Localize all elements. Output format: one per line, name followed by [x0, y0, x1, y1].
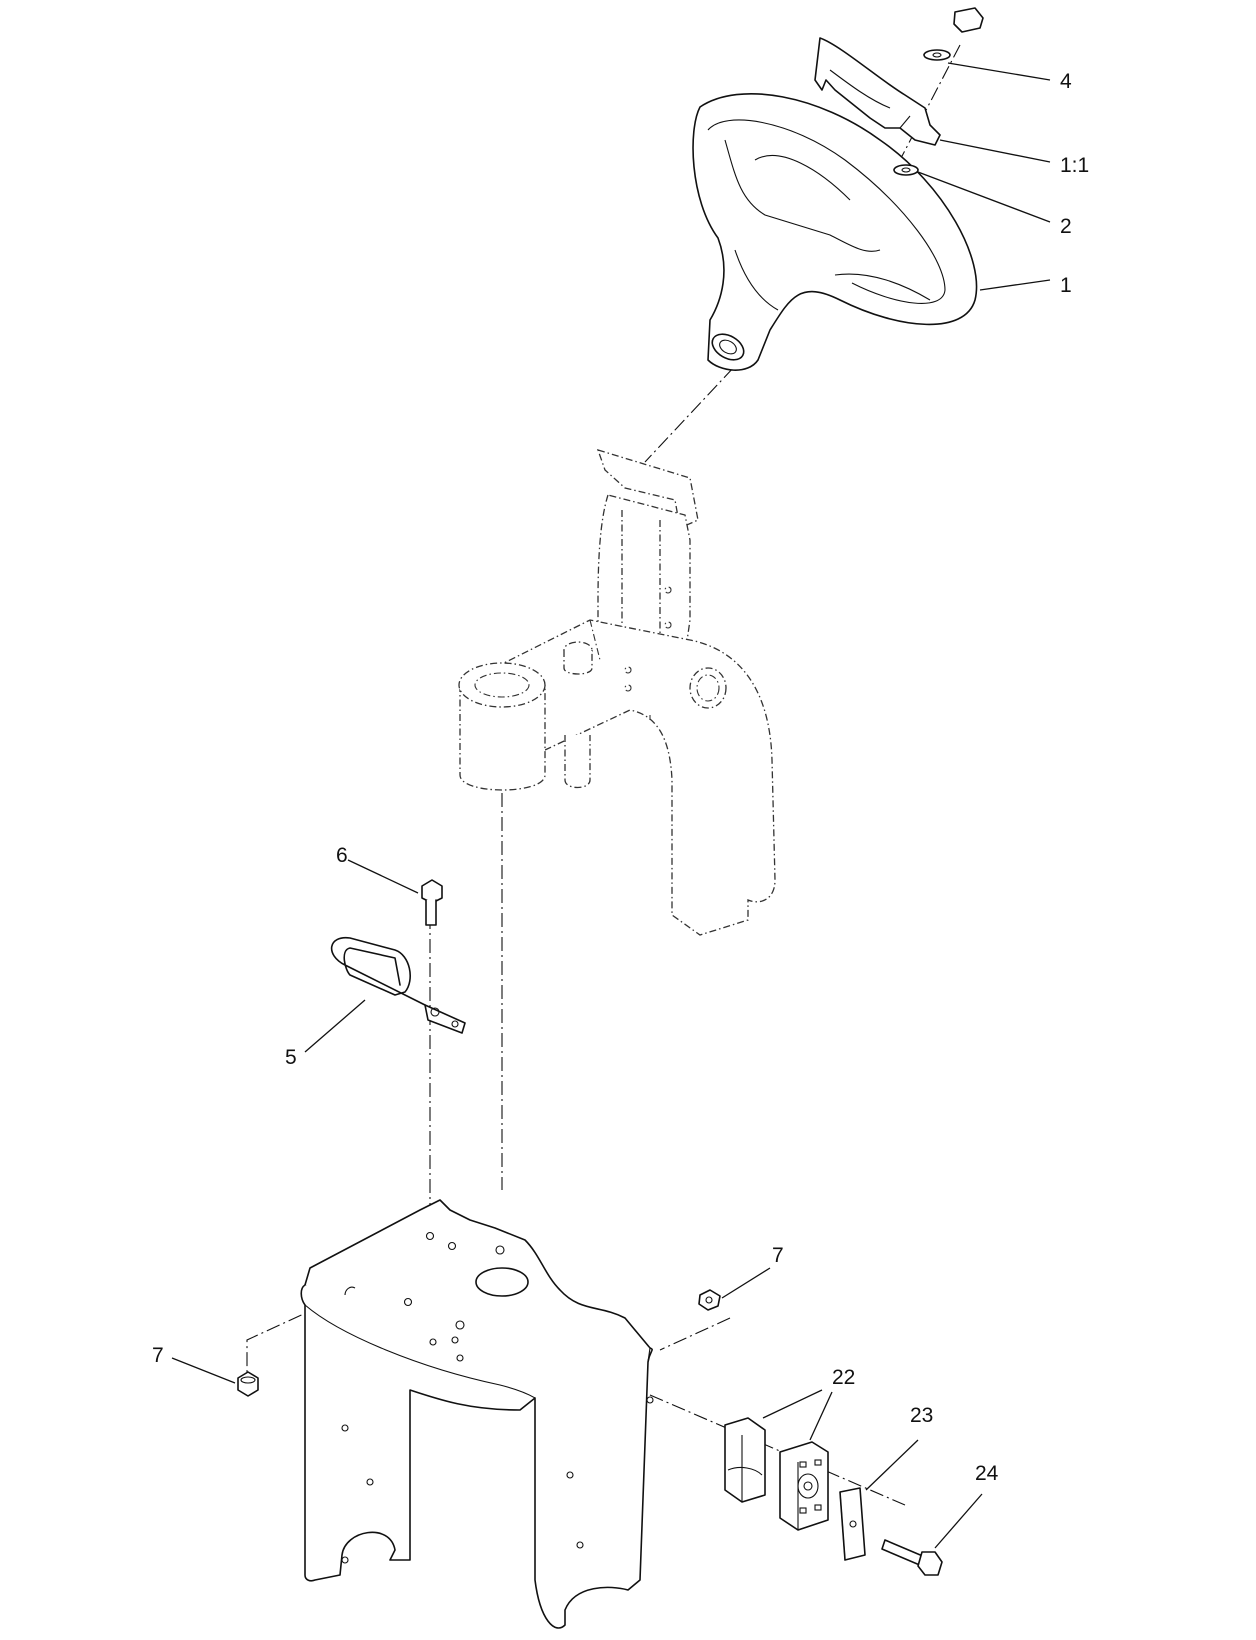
callout-1-1: 1:1 — [1060, 154, 1089, 177]
callout-2: 2 — [1060, 215, 1072, 238]
callout-1: 1 — [1060, 274, 1072, 297]
steering-tower-frame-reference — [458, 449, 776, 936]
callout-7-left: 7 — [152, 1344, 164, 1367]
knob-and-washer — [923, 7, 984, 61]
callout-6: 6 — [336, 844, 348, 867]
nut-part-7-left — [237, 1371, 259, 1397]
steering-wheel-cap-lever — [814, 37, 941, 146]
steering-base-mount — [300, 1199, 654, 1629]
lock-pin-part-5 — [330, 937, 466, 1034]
callout-labels: 4 1:1 2 1 6 5 7 7 22 23 24 — [152, 70, 1089, 1485]
callout-24: 24 — [975, 1462, 999, 1485]
callout-7-right: 7 — [772, 1244, 784, 1267]
bolt-part-24 — [881, 1539, 943, 1576]
nut-part-7-right — [698, 1289, 721, 1311]
steering-wheel — [692, 92, 978, 371]
washer-part-2 — [893, 164, 919, 176]
callout-5: 5 — [285, 1046, 297, 1069]
block-part-22-front — [724, 1417, 766, 1503]
plate-part-23 — [839, 1487, 866, 1561]
block-part-22-back — [779, 1441, 829, 1531]
leader-lines — [171, 62, 1051, 1549]
callout-23: 23 — [910, 1404, 933, 1427]
callout-22: 22 — [832, 1366, 855, 1389]
callout-4: 4 — [1060, 70, 1072, 93]
bolt-part-6 — [421, 879, 443, 926]
